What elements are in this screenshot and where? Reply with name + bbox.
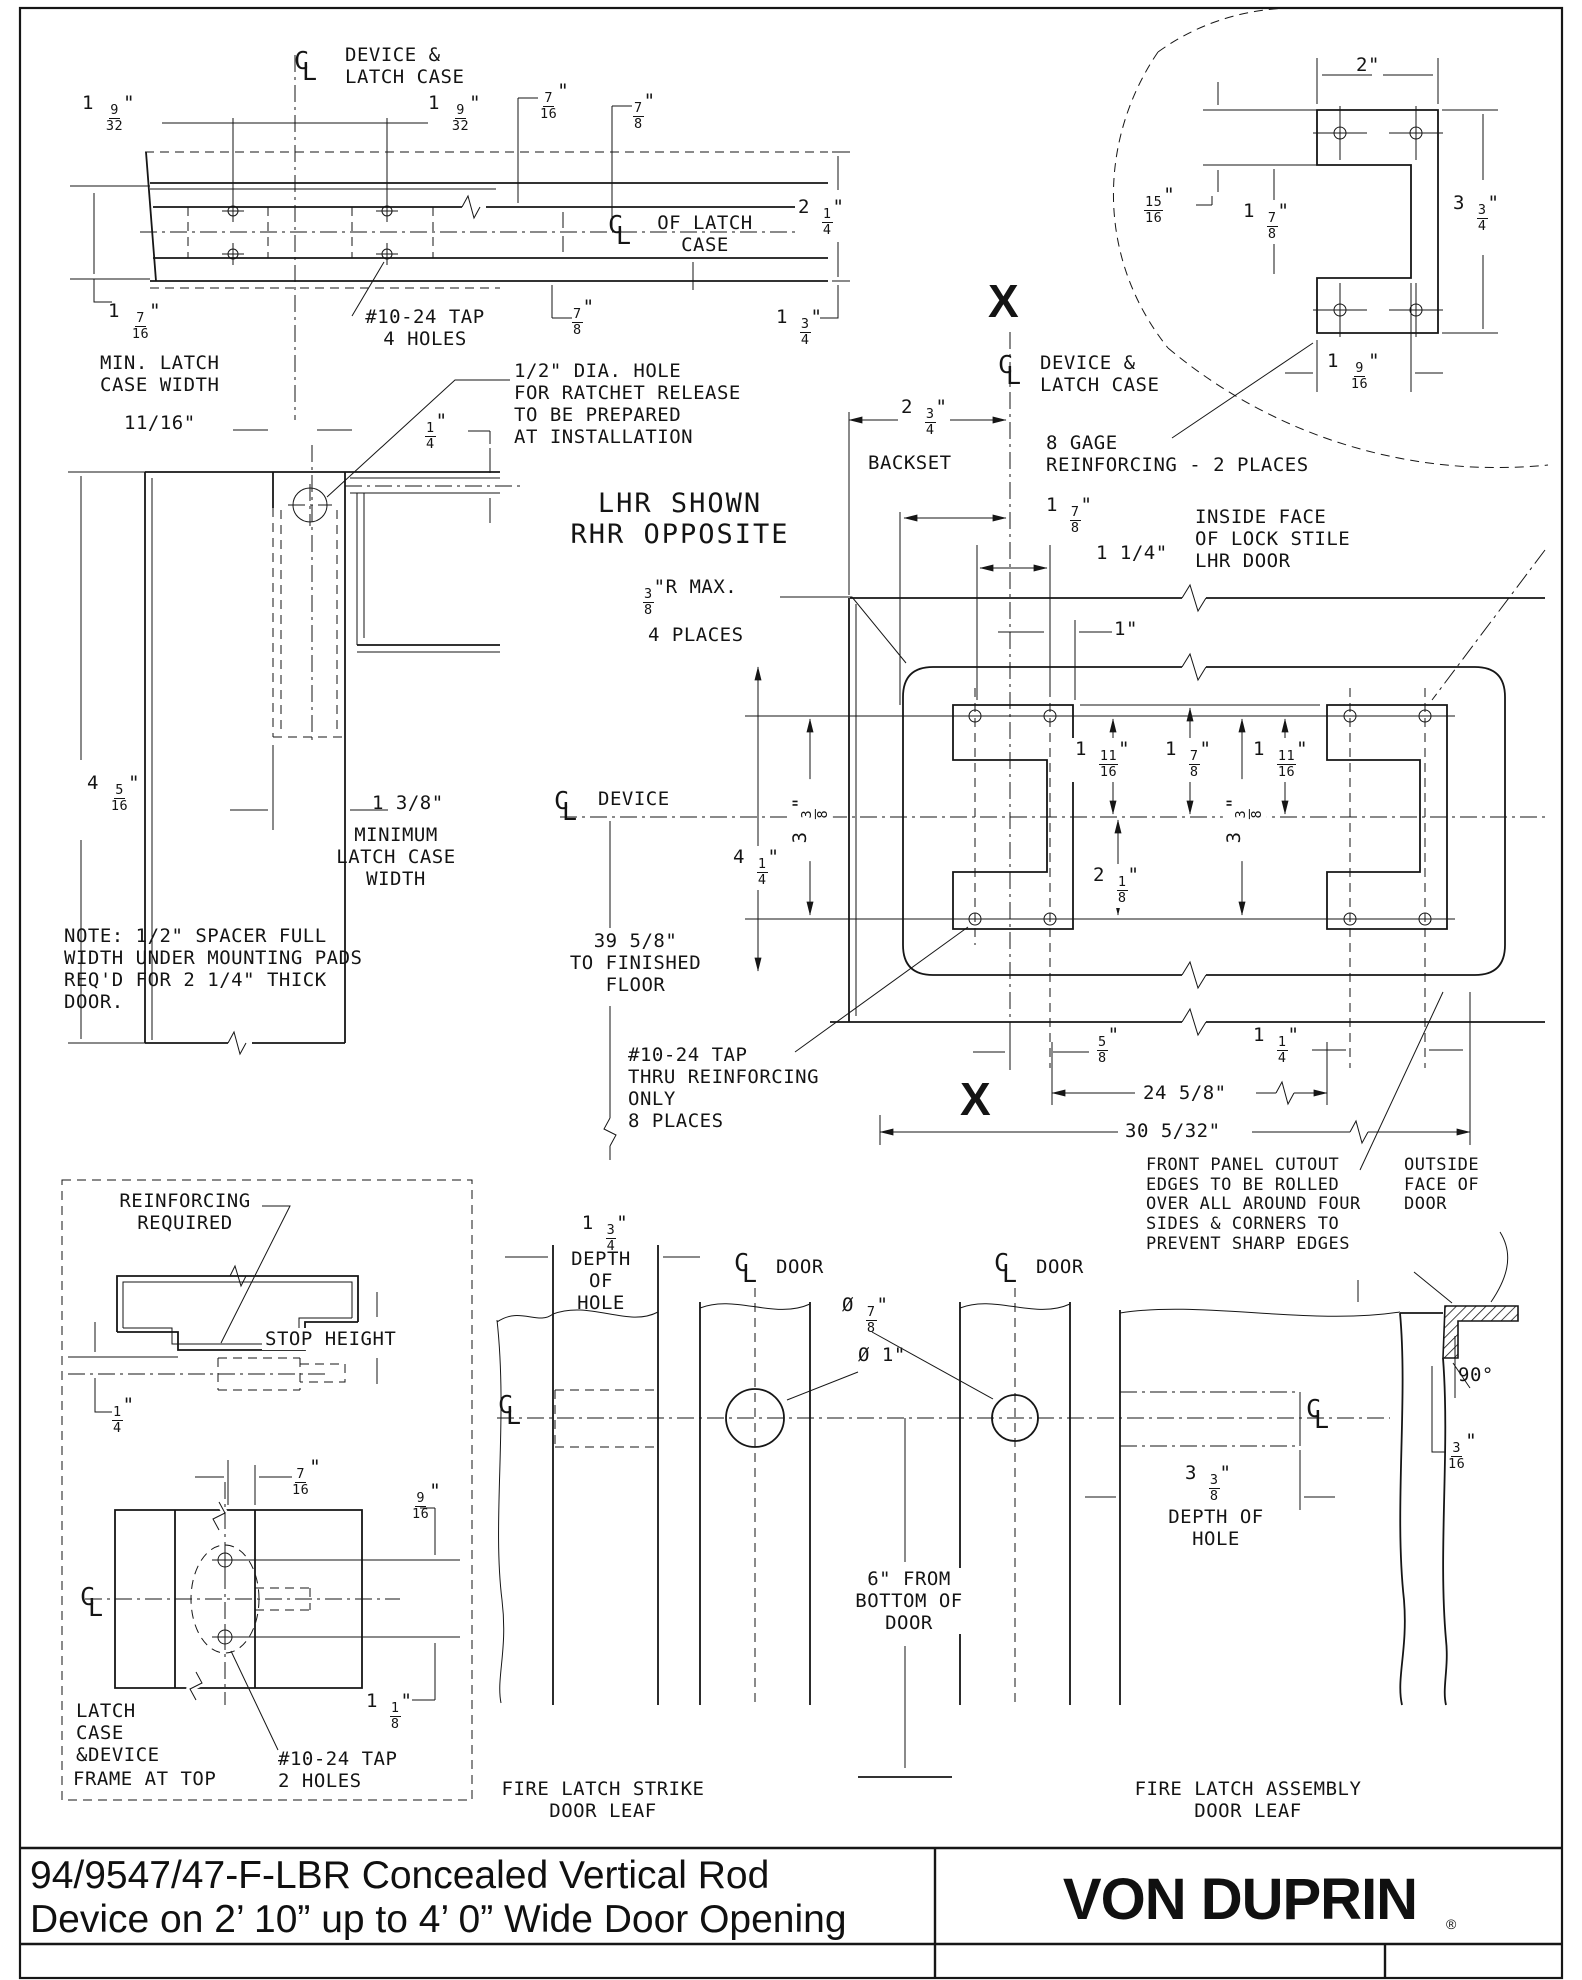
label-latch-case-device: LATCH CASE &DEVICE (76, 1700, 160, 1767)
dim-1-3-8: 1 3/8" (372, 792, 444, 814)
label-reinforcing-required: REINFORCING REQUIRED (119, 1190, 251, 1235)
label-front-panel-note: FRONT PANEL CUTOUT EDGES TO BE ROLLED OV… (1146, 1155, 1361, 1254)
label-cl-of-latch-case: OF LATCH CASE (657, 212, 753, 257)
label-backset: BACKSET (868, 452, 952, 474)
label-8-gage-reinforcing: 8 GAGE REINFORCING - 2 PLACES (1046, 432, 1309, 477)
label-tap-4-holes: #10-24 TAP 4 HOLES (365, 306, 485, 351)
dim-90-deg: 90° (1458, 1364, 1494, 1386)
label-stop-height: STOP HEIGHT (262, 1328, 400, 1351)
label-frame-at-top: FRAME AT TOP (73, 1768, 217, 1790)
label-ratchet-release: 1/2" DIA. HOLE FOR RATCHET RELEASE TO BE… (514, 360, 741, 449)
label-fire-latch-assembly: FIRE LATCH ASSEMBLY DOOR LEAF (1134, 1778, 1362, 1823)
dim-1in: 1" (1114, 618, 1138, 640)
label-cl-door-2: DOOR (1036, 1256, 1084, 1278)
dim-24-5-8: 24 5/8" (1140, 1082, 1230, 1105)
dim-2in: 2" (1356, 54, 1380, 76)
label-cl-door-1: DOOR (776, 1256, 824, 1278)
label-fire-latch-strike: FIRE LATCH STRIKE DOOR LEAF (501, 1778, 705, 1823)
label-cl-device: DEVICE (598, 788, 670, 810)
label-depth-of-hole-a: DEPTH OF HOLE (571, 1248, 631, 1315)
label-min-latch-case-width: MIN. LATCH CASE WIDTH (100, 352, 220, 397)
dim-11-16: 11/16" (124, 412, 196, 434)
section-mark-x-top: X (988, 275, 1020, 327)
label-finished-floor: 39 5/8" TO FINISHED FLOOR (545, 930, 726, 997)
label-device-latch-case: DEVICE & LATCH CASE (345, 44, 465, 89)
dim-30-5-32: 30 5/32" (1122, 1120, 1224, 1143)
dim-dia-1: Ø 1" (858, 1344, 906, 1366)
brand-registered-mark: ® (1446, 1916, 1457, 1932)
brand-logo: VON DUPRIN (1062, 1867, 1418, 1932)
label-spacer-note: NOTE: 1/2" SPACER FULL WIDTH UNDER MOUNT… (64, 925, 363, 1014)
section-mark-x-bottom: X (960, 1073, 992, 1125)
label-lhr-shown: LHR SHOWN RHR OPPOSITE (570, 488, 790, 551)
label-tap-2-holes: #10-24 TAP 2 HOLES (278, 1748, 398, 1793)
label-radius-places: 4 PLACES (648, 624, 744, 646)
label-outside-face: OUTSIDE FACE OF DOOR (1404, 1155, 1480, 1215)
label-device-latch-case-2: DEVICE & LATCH CASE (1040, 352, 1160, 397)
label-tap-8-places: #10-24 TAP THRU REINFORCING ONLY 8 PLACE… (628, 1044, 820, 1133)
label-depth-of-hole-b: DEPTH OF HOLE (1168, 1506, 1264, 1551)
dim-1-1-4-top: 1 1/4" (1096, 542, 1168, 564)
label-6in-from-bottom: 6" FROM BOTTOM OF DOOR (848, 1568, 970, 1635)
label-minimum-latch-case: MINIMUM LATCH CASE WIDTH (336, 824, 456, 891)
label-inside-face: INSIDE FACE OF LOCK STILE LHR DOOR (1195, 506, 1351, 573)
